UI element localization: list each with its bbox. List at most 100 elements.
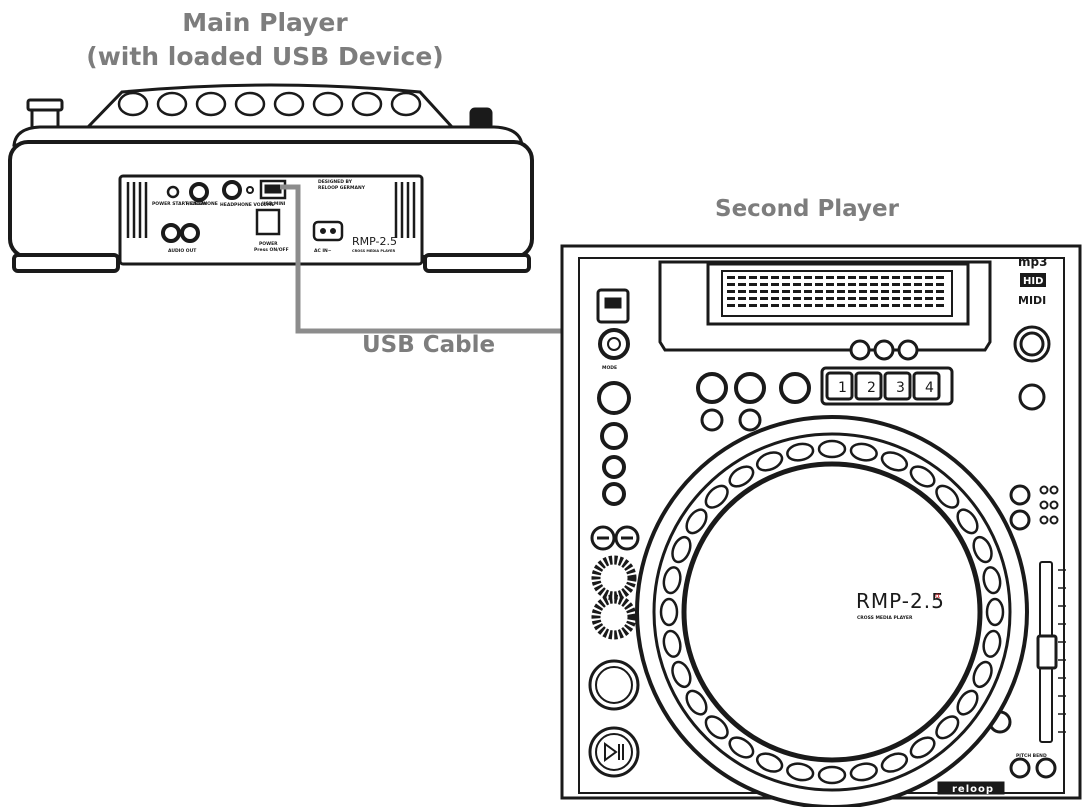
hot-cue-button-icon bbox=[912, 371, 941, 401]
lcd-segment bbox=[925, 297, 933, 300]
jog-hole bbox=[704, 715, 729, 740]
lcd-segment bbox=[760, 297, 768, 300]
lcd-segment bbox=[749, 290, 757, 293]
audio-out-left-jack-icon bbox=[161, 223, 181, 243]
lcd-segment bbox=[804, 276, 812, 279]
ac-pin-left bbox=[320, 228, 326, 234]
hot-cue-2-label: 2 bbox=[867, 380, 876, 396]
lcd-segment bbox=[914, 276, 922, 279]
lcd-segment bbox=[727, 290, 735, 293]
label-designed-by: DESIGNED BY bbox=[318, 179, 353, 185]
lcd-segment bbox=[793, 297, 801, 300]
lcd-segment bbox=[771, 276, 779, 279]
lcd-segment bbox=[760, 304, 768, 307]
lcd-segment bbox=[804, 283, 812, 286]
lcd-segment bbox=[826, 304, 834, 307]
lcd-segment bbox=[826, 283, 834, 286]
pitch-range-leds bbox=[1039, 485, 1059, 525]
headphone-volume-knob-icon bbox=[222, 180, 242, 200]
jog-hole bbox=[786, 442, 815, 462]
search-wheel-upper-icon bbox=[591, 555, 637, 601]
lcd-segment bbox=[826, 297, 834, 300]
lcd-segment bbox=[925, 304, 933, 307]
jog-hole bbox=[909, 736, 936, 759]
lcd-segment bbox=[870, 276, 878, 279]
lcd-segment bbox=[738, 304, 746, 307]
lcd-segment bbox=[881, 283, 889, 286]
lcd-segment bbox=[815, 297, 823, 300]
lcd-segment bbox=[925, 290, 933, 293]
platter-logo-super: α bbox=[935, 591, 940, 600]
main-model-sub: CROSS MEDIA PLAYER bbox=[352, 249, 395, 253]
label-headphone-volume: HEADPHONE VOLUME bbox=[220, 202, 275, 208]
jog-hole bbox=[685, 508, 708, 535]
lcd-segments bbox=[727, 276, 944, 307]
reloop-button-icon bbox=[602, 455, 626, 479]
play-pause-button-ring bbox=[595, 733, 633, 771]
main-player-rear-view bbox=[8, 83, 534, 273]
lcd-segment bbox=[914, 290, 922, 293]
lcd-segment bbox=[837, 276, 845, 279]
lcd-segment bbox=[859, 290, 867, 293]
lcd-segment bbox=[782, 297, 790, 300]
main-player-title: Main Player (with loaded USB Device) bbox=[50, 6, 480, 74]
lcd-segment bbox=[848, 283, 856, 286]
jog-hole bbox=[880, 752, 909, 773]
lcd-segment bbox=[892, 290, 900, 293]
pitch-range-button-icon bbox=[1009, 484, 1031, 506]
hot-cue-3-label: 3 bbox=[896, 380, 905, 396]
jog-hole bbox=[935, 715, 960, 740]
lcd-segment bbox=[771, 290, 779, 293]
jog-hole bbox=[972, 535, 993, 564]
lcd-segment bbox=[925, 283, 933, 286]
lcd-segment bbox=[892, 304, 900, 307]
led-indicator bbox=[1039, 500, 1049, 510]
play-pause-glyph bbox=[604, 742, 624, 762]
jog-hole bbox=[880, 451, 909, 472]
platter-hole bbox=[351, 91, 383, 117]
label-power-start-delay: POWER START/ DELAY bbox=[152, 201, 208, 207]
pitch-bend-plus-icon bbox=[1035, 757, 1057, 779]
lcd-segment bbox=[881, 297, 889, 300]
main-player-title-line2: (with loaded USB Device) bbox=[86, 42, 444, 71]
lcd-segment bbox=[749, 304, 757, 307]
platter-hole bbox=[312, 91, 344, 117]
usb-cable-label: USB Cable bbox=[362, 332, 496, 358]
reverse-button-icon bbox=[734, 372, 766, 404]
backward-button-icon bbox=[696, 372, 728, 404]
lcd-segment bbox=[815, 283, 823, 286]
lcd-segment bbox=[903, 276, 911, 279]
lcd-segment bbox=[749, 283, 757, 286]
platter-logo: RMP-2.5 bbox=[856, 589, 945, 613]
lcd-segment bbox=[903, 283, 911, 286]
lcd-segment bbox=[848, 304, 856, 307]
volume-indicator-icon bbox=[246, 186, 254, 194]
lcd-segment bbox=[892, 283, 900, 286]
lcd-segment bbox=[936, 297, 944, 300]
jog-hole bbox=[728, 736, 755, 759]
platter-hole bbox=[195, 91, 227, 117]
main-vents bbox=[126, 182, 416, 238]
lcd-segment bbox=[848, 297, 856, 300]
label-headphone: HEADPHONE bbox=[186, 201, 218, 207]
logo-midi: MIDI bbox=[1018, 294, 1046, 307]
power-switch-icon bbox=[255, 208, 281, 236]
lcd-segment bbox=[848, 276, 856, 279]
jog-hole bbox=[982, 566, 1002, 595]
loop-button-icon bbox=[600, 422, 628, 450]
lcd-segment bbox=[771, 297, 779, 300]
jog-hole bbox=[935, 484, 960, 509]
lcd-segment bbox=[826, 290, 834, 293]
jog-hole bbox=[786, 762, 815, 782]
pitch-fader-handle bbox=[1036, 634, 1058, 670]
hot-cue-button-icon bbox=[854, 371, 883, 401]
lcd-segment bbox=[782, 276, 790, 279]
label-audio-out: AUDIO OUT bbox=[168, 248, 197, 254]
stop-button-icon bbox=[849, 339, 871, 361]
hot-cue-1-label: 1 bbox=[838, 380, 847, 396]
platter-logo-sub: CROSS MEDIA PLAYER bbox=[857, 615, 913, 621]
jog-hole bbox=[972, 660, 993, 689]
lcd-segment bbox=[793, 304, 801, 307]
eject-button-inner bbox=[1019, 331, 1045, 357]
